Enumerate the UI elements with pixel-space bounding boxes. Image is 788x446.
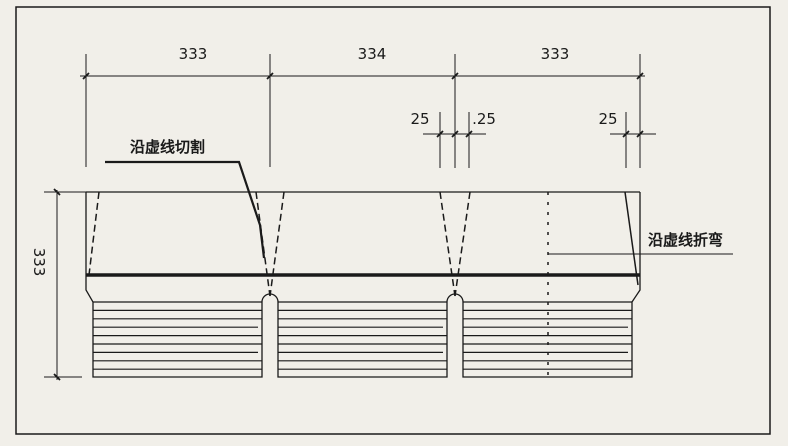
dim-333-right: 333 (541, 45, 570, 63)
sheet-outline (85, 191, 641, 378)
comb-lines (93, 301, 632, 370)
top-dimension (80, 54, 645, 168)
cut-leader-line (105, 160, 266, 259)
height-dimension (44, 188, 90, 381)
dim-height-333: 333 (30, 248, 48, 277)
bend-label: 沿虚线折弯 (648, 231, 723, 249)
dim-334: 334 (358, 45, 387, 63)
dim-25-right: 25 (598, 110, 617, 128)
cut-dashed-lines (88, 191, 639, 297)
dim-25-left: 25 (410, 110, 429, 128)
dim-333-left: 333 (179, 45, 208, 63)
frame-border (15, 6, 771, 435)
cut-label: 沿虚线切割 (130, 138, 205, 156)
small-dimensions (423, 112, 656, 168)
dim-25-mid: .25 (472, 110, 496, 128)
